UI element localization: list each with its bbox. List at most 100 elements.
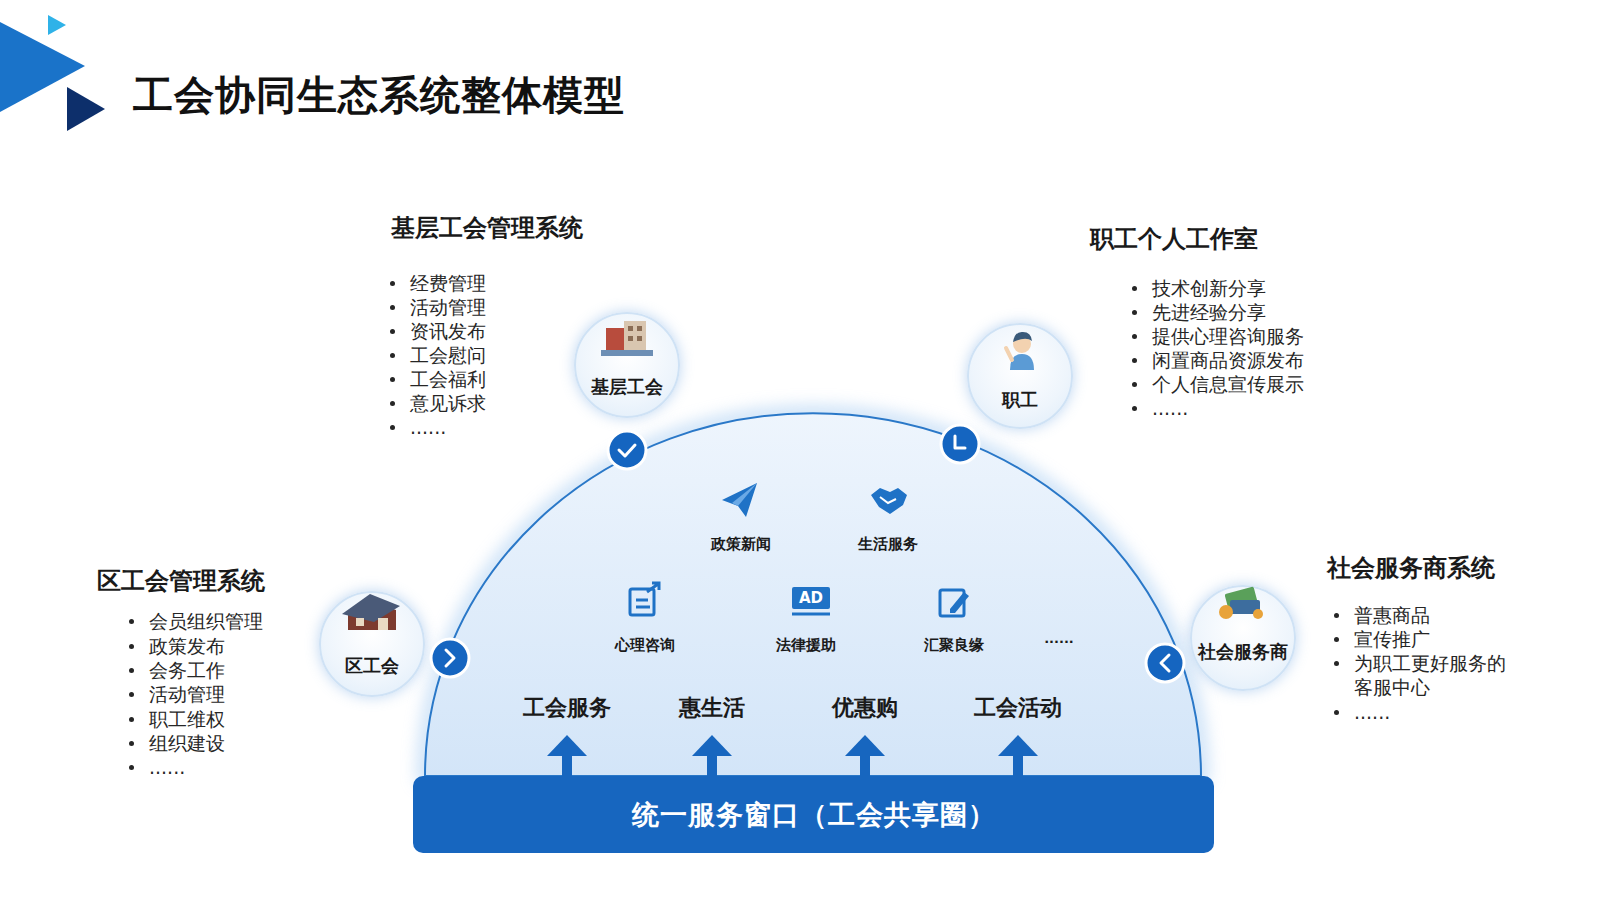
- arrow-badge: [1146, 644, 1184, 682]
- feature-item: 资讯发布: [410, 319, 486, 343]
- bullet-dot: [1334, 661, 1339, 666]
- diagram-title: 工会协同生态系统整体模型: [133, 70, 625, 120]
- up-arrow: [547, 735, 587, 756]
- ad-icon: [792, 613, 830, 616]
- building-icon: [601, 350, 653, 356]
- edit-icon: [940, 590, 964, 616]
- bullet-dot: [390, 305, 395, 310]
- service-item: ......: [1044, 631, 1074, 646]
- up-arrow: [692, 735, 732, 756]
- org-circle: 区工会: [319, 591, 425, 697]
- circle-label: 基层工会: [591, 375, 663, 399]
- feature-item: 宣传推广: [1354, 627, 1430, 651]
- system-heading: 职工个人工作室: [1090, 224, 1258, 254]
- circle-label: 区工会: [345, 654, 399, 678]
- bullet-dot: [129, 741, 134, 746]
- service-window-bar: 统一服务窗口（工会共享圈）: [413, 776, 1214, 853]
- edit-icon: [950, 592, 969, 613]
- bullet-dot: [390, 329, 395, 334]
- service-item: 法律援助: [776, 636, 836, 655]
- consult-icon: [647, 583, 659, 592]
- service-item: 生活服务: [858, 535, 918, 554]
- house-icon: [378, 618, 388, 630]
- up-arrow: [562, 755, 572, 779]
- money-icon: [1224, 586, 1257, 609]
- feature-item: 政策发布: [149, 634, 225, 658]
- arrow-badge: [1161, 655, 1169, 671]
- feature-item: 先进经验分享: [1152, 300, 1266, 324]
- up-arrow: [860, 755, 870, 779]
- money-icon: [1219, 605, 1233, 619]
- bullet-dot: [390, 401, 395, 406]
- person-icon: [1006, 348, 1012, 360]
- bullet-dot: [129, 668, 134, 673]
- service-item: 汇聚良缘: [924, 636, 984, 655]
- bullet-dot: [129, 644, 134, 649]
- bullet-dot: [1334, 613, 1339, 618]
- person-icon: [1013, 335, 1031, 353]
- arrow-badge: [431, 639, 469, 677]
- feature-item: 活动管理: [410, 295, 486, 319]
- feature-item: 活动管理: [149, 682, 225, 706]
- bullet-dot: [129, 717, 134, 722]
- up-arrow: [998, 735, 1038, 756]
- org-circle: 职工: [967, 323, 1073, 429]
- dome-glow: [425, 413, 1201, 776]
- bullet-dot: [1132, 286, 1137, 291]
- plane-icon: [722, 483, 757, 517]
- house-icon: [356, 618, 364, 626]
- clock-badge: [955, 436, 965, 448]
- feature-item: 会员组织管理: [149, 609, 263, 633]
- ad-icon: [792, 587, 830, 609]
- feature-item: 工会福利: [410, 367, 486, 391]
- handshake-icon: [871, 488, 907, 514]
- check-badge: [619, 445, 635, 456]
- bullet-dot: [390, 425, 395, 430]
- up-arrow: [707, 755, 717, 779]
- feature-item: 技术创新分享: [1152, 276, 1266, 300]
- plane-icon: [732, 483, 757, 506]
- feature-item: 意见诉求: [410, 391, 486, 415]
- consult-icon: [636, 600, 650, 607]
- feature-item: 为职工更好服务的客服中心: [1354, 651, 1512, 699]
- building-icon: [624, 321, 646, 354]
- feature-item: ......: [1354, 700, 1390, 724]
- feature-item: ......: [1152, 396, 1188, 420]
- feature-item: 普惠商品: [1354, 603, 1430, 627]
- bullet-dot: [129, 692, 134, 697]
- system-heading: 基层工会管理系统: [391, 213, 583, 243]
- bullet-dot: [390, 377, 395, 382]
- bar-label: 统一服务窗口（工会共享圈）: [632, 797, 996, 833]
- system-heading: 区工会管理系统: [97, 566, 265, 596]
- building-icon: [606, 328, 624, 354]
- dome-outline: [425, 413, 1201, 776]
- org-circle: 社会服务商: [1190, 585, 1296, 691]
- consult-icon: [630, 589, 654, 615]
- up-arrow: [845, 735, 885, 756]
- service-category: 工会活动: [974, 693, 1062, 723]
- feature-item: 组织建设: [149, 731, 225, 755]
- service-category: 工会服务: [523, 693, 611, 723]
- circle-label: 社会服务商: [1198, 640, 1288, 664]
- service-item: 心理咨询: [615, 636, 675, 655]
- money-icon: [1230, 600, 1260, 614]
- building-icon: [628, 326, 633, 331]
- handshake-icon: [880, 497, 896, 503]
- service-category: 惠生活: [679, 693, 745, 723]
- building-icon: [628, 336, 633, 341]
- building-icon: [637, 326, 642, 331]
- house-icon: [348, 602, 396, 630]
- bullet-dot: [1132, 382, 1137, 387]
- bullet-dot: [1132, 406, 1137, 411]
- feature-item: 工会慰问: [410, 343, 486, 367]
- bullet-dot: [1334, 637, 1339, 642]
- bullet-dot: [390, 281, 395, 286]
- clock-badge: [941, 425, 979, 463]
- feature-item: 会务工作: [149, 658, 225, 682]
- feature-item: ......: [410, 415, 446, 439]
- house-icon: [342, 594, 400, 622]
- feature-item: 闲置商品资源发布: [1152, 348, 1304, 372]
